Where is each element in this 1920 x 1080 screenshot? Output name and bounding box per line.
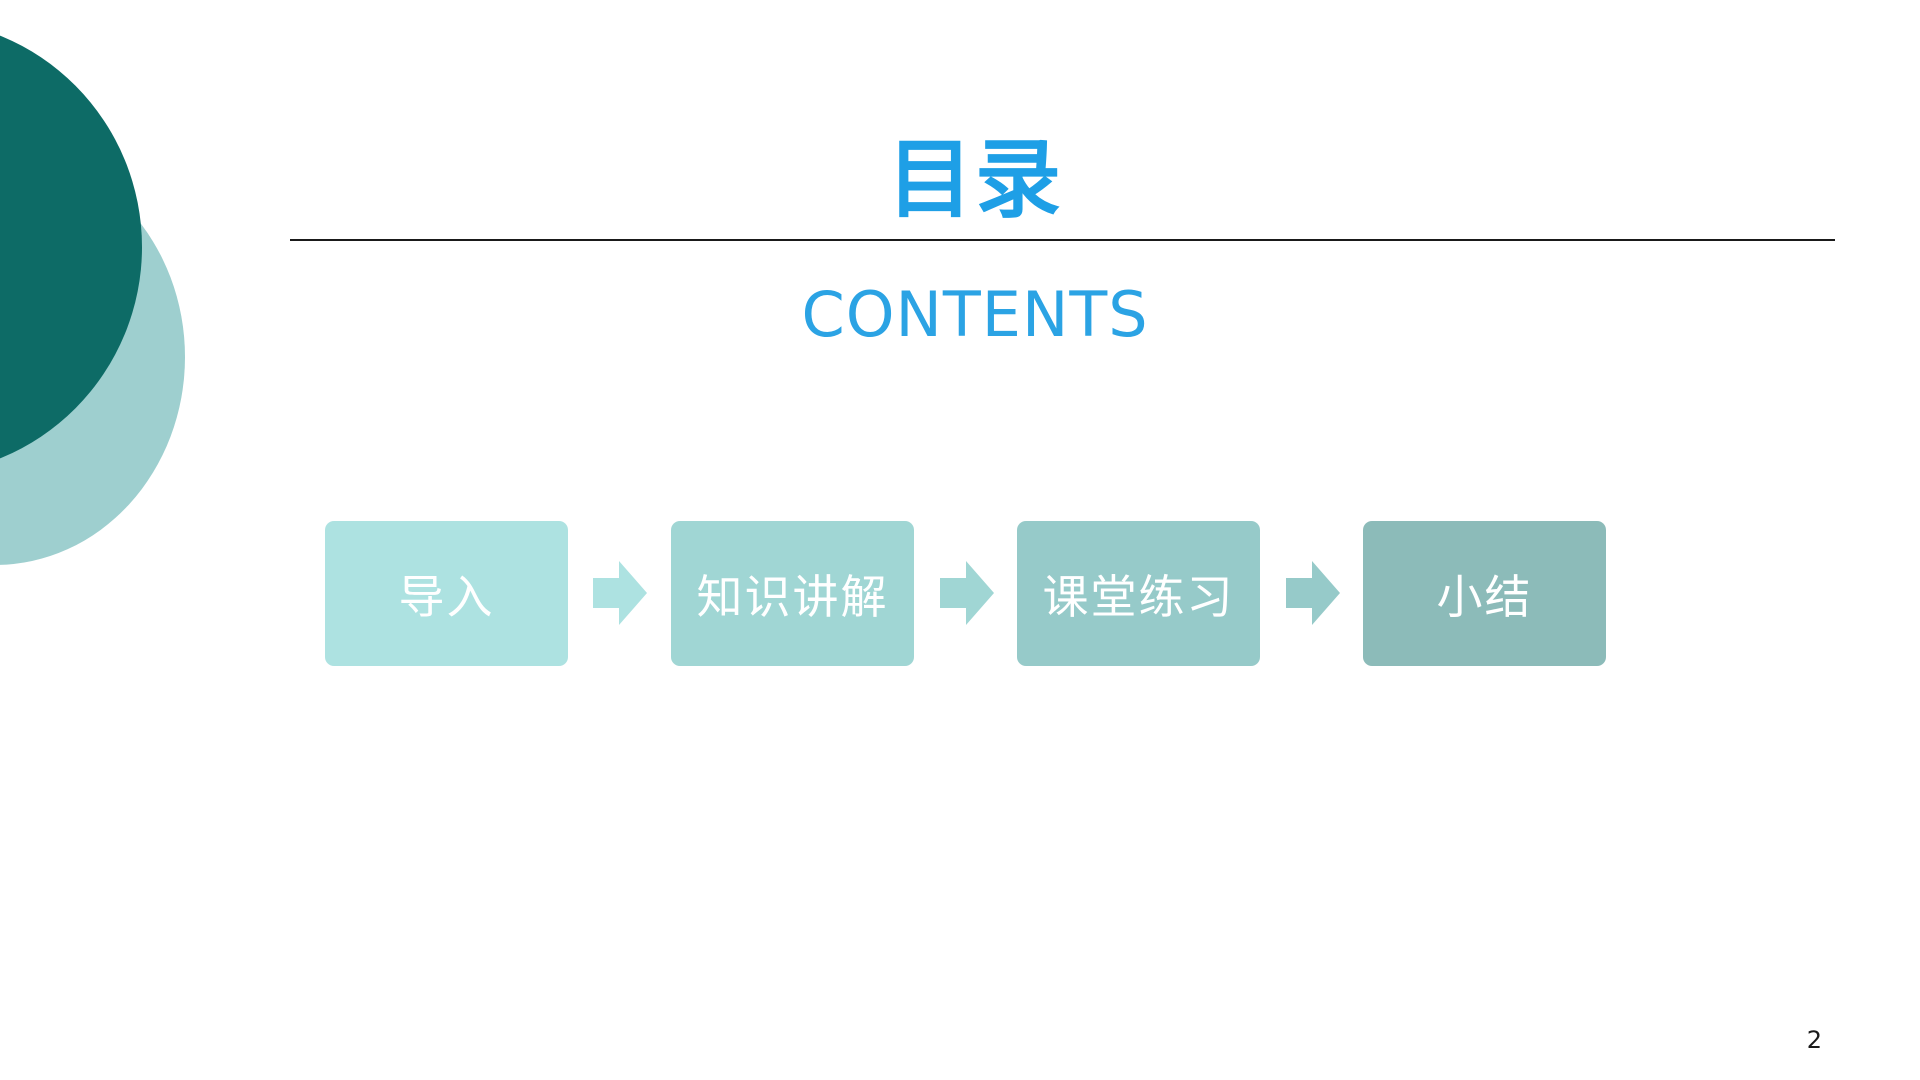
title-divider <box>290 239 1835 241</box>
page-number: 2 <box>1806 1026 1822 1054</box>
step-practice[interactable]: 课堂练习 <box>1017 521 1260 666</box>
arrow-right-icon <box>1286 561 1340 625</box>
step-intro[interactable]: 导入 <box>325 521 568 666</box>
arrow-right-icon <box>593 561 647 625</box>
dark-oval <box>0 35 142 459</box>
arrow-right-icon <box>940 561 994 625</box>
decorative-ovals <box>0 35 185 565</box>
page-title: 目录 <box>887 130 1063 230</box>
step-knowledge[interactable]: 知识讲解 <box>671 521 914 666</box>
page-subtitle: CONTENTS <box>801 278 1149 351</box>
step-summary[interactable]: 小结 <box>1363 521 1606 666</box>
